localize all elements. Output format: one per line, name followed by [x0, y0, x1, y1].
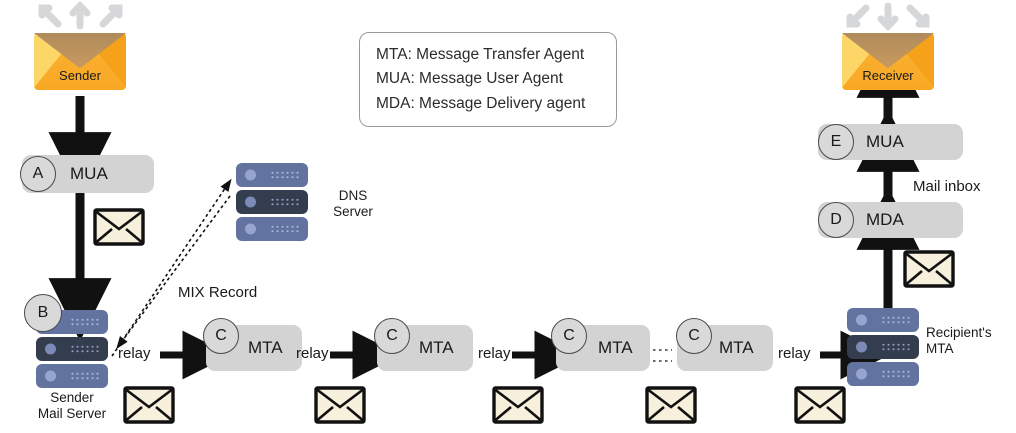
rack-unit [236, 217, 308, 241]
mail-inbox-label: Mail inbox [913, 178, 981, 195]
relay-label-1: relay [118, 345, 151, 362]
rack-vents [881, 369, 911, 379]
receiver-envelope-icon: Receiver [842, 33, 934, 90]
relay-label-3: relay [478, 345, 511, 362]
rack-unit [236, 163, 308, 187]
receiver-scatter-arrows [846, 2, 930, 31]
badge-c-3: C [551, 318, 587, 354]
envelope-glyph [93, 208, 145, 246]
rack-led [45, 343, 56, 355]
sender-server-line1: Sender [50, 390, 94, 405]
envelope-glyph [314, 386, 366, 424]
node-label: MTA [719, 338, 754, 357]
rack-led [245, 223, 256, 235]
mail-envelope-icon [123, 386, 175, 424]
badge-c-2: C [374, 318, 410, 354]
mx-record-label: MIX Record [178, 284, 258, 301]
recipients-mta-icon [847, 308, 919, 386]
rack-vents [270, 170, 300, 180]
node-label: MTA [598, 338, 633, 357]
badge-a: A [20, 156, 56, 192]
recipient-line1: Recipient's [926, 325, 992, 340]
rack-vents [70, 371, 100, 381]
envelope-glyph [794, 386, 846, 424]
dns-label-line2: Server [333, 204, 373, 220]
node-label: MDA [866, 210, 904, 229]
badge-c-4: C [676, 318, 712, 354]
rack-led [245, 196, 256, 208]
rack-unit [236, 190, 308, 214]
dns-server-label: DNS Server [318, 188, 388, 221]
relay-label-2: relay [296, 345, 329, 362]
rack-unit [847, 335, 919, 359]
rack-unit [847, 362, 919, 386]
mail-envelope-icon [93, 208, 145, 246]
node-label: MUA [70, 164, 108, 183]
node-label: MTA [419, 338, 454, 357]
badge-b: B [24, 294, 62, 332]
rack-led [45, 370, 56, 382]
sender-server-line2: Mail Server [37, 406, 107, 422]
rack-vents [70, 344, 100, 354]
badge-c-1: C [203, 318, 239, 354]
sender-label: Sender [59, 68, 101, 83]
rack-unit [847, 308, 919, 332]
rack-unit [36, 337, 108, 361]
sender-envelope-icon: Sender [34, 33, 126, 90]
legend-line-mda: MDA: Message Delivery agent [376, 94, 586, 112]
sender-mail-server-label: Sender Mail Server [12, 390, 132, 423]
node-label: MUA [866, 132, 904, 151]
rack-led [856, 314, 867, 326]
rack-vents [270, 197, 300, 207]
legend-line-mta: MTA: Message Transfer Agent [376, 46, 585, 63]
dns-server-icon [236, 163, 308, 241]
mta-continuation-dots [647, 349, 672, 362]
rack-led [856, 341, 867, 353]
envelope-glyph [123, 386, 175, 424]
legend-box: MTA: Message Transfer Agent MUA: Message… [359, 32, 617, 128]
mail-envelope-icon [314, 386, 366, 424]
rack-led [856, 368, 867, 380]
recipients-mta-label: Recipient's MTA [926, 325, 1016, 358]
rack-vents [881, 342, 911, 352]
recipient-line2: MTA [926, 341, 954, 357]
rack-vents [270, 224, 300, 234]
mail-envelope-icon [492, 386, 544, 424]
envelope-glyph [645, 386, 697, 424]
sender-scatter-arrows [38, 1, 123, 30]
dns-label-line1: DNS [338, 188, 368, 203]
receiver-label: Receiver [862, 68, 914, 83]
envelope-glyph [903, 250, 955, 288]
legend-line-mua: MUA: Message User Agent [376, 70, 563, 88]
mail-envelope-icon [794, 386, 846, 424]
rack-vents [70, 317, 100, 327]
rack-led [245, 169, 256, 181]
badge-d: D [818, 202, 854, 238]
mail-envelope-icon [903, 250, 955, 288]
node-label: MTA [248, 338, 283, 357]
rack-vents [881, 315, 911, 325]
rack-unit [36, 364, 108, 388]
envelope-glyph [492, 386, 544, 424]
mail-envelope-icon [645, 386, 697, 424]
relay-label-4: relay [778, 345, 811, 362]
badge-e: E [818, 124, 854, 160]
sender-mail-server-icon [36, 310, 108, 388]
